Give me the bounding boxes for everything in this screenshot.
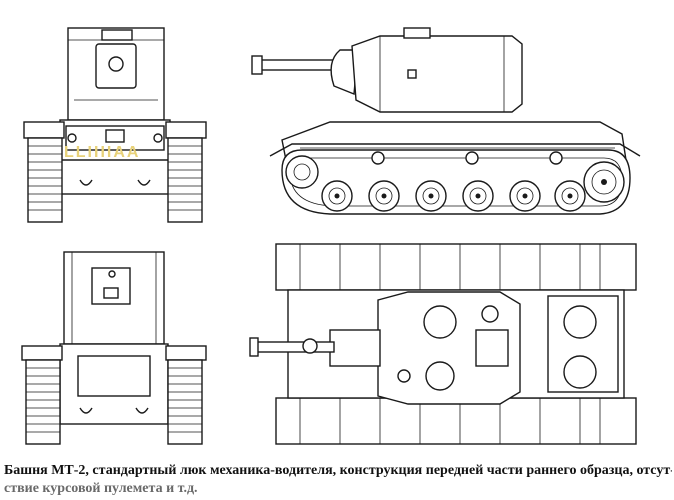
side-muzzle (251, 55, 263, 75)
front-headlight (67, 133, 77, 143)
front-turret-hatch (101, 29, 133, 41)
top-track-upper (275, 243, 637, 291)
top-loader-hatch (425, 361, 455, 391)
rear-door-handle (103, 287, 119, 299)
top-commander-hatch (423, 305, 457, 339)
front-gun-muzzle (108, 56, 124, 72)
front-tow-hook (137, 179, 151, 186)
rear-tow-hook (135, 407, 149, 414)
side-return-roller (371, 151, 385, 165)
side-return-roller (549, 151, 563, 165)
side-return-roller (465, 151, 479, 165)
side-road-wheels (321, 180, 586, 212)
side-pistol-port (407, 69, 417, 79)
front-driver-hatch (105, 129, 125, 143)
front-track-right (167, 137, 203, 223)
top-gun-barrel (253, 341, 335, 353)
side-gun-mantlet (330, 49, 359, 95)
front-track-left (27, 137, 63, 223)
front-tow-hook (79, 179, 93, 186)
rear-transmission-hatch (77, 355, 151, 397)
top-periscope (397, 369, 411, 383)
rear-fender-left (21, 345, 63, 361)
front-fender-left (23, 121, 65, 139)
rear-view (21, 251, 207, 445)
top-vent-cover (475, 329, 509, 367)
top-track-lower (275, 397, 637, 445)
top-engine-grille (563, 355, 597, 389)
rear-track-right (167, 359, 203, 445)
top-periscope (481, 305, 499, 323)
top-gun-mantlet (329, 329, 381, 367)
front-view: LLIIIIAA (23, 27, 207, 223)
side-turret (351, 35, 523, 113)
top-view (249, 243, 637, 445)
caption-line-1: Башня МТ-2, стандартный люк механика-вод… (4, 463, 672, 478)
rear-fender-right (165, 345, 207, 361)
side-view (251, 27, 641, 215)
top-driver-hatch (302, 338, 318, 354)
front-fender-right (165, 121, 207, 139)
caption-line-2: ствие курсовой пулемета и т.д. (4, 481, 198, 496)
side-idler-wheel (285, 155, 319, 189)
top-engine-grille (563, 305, 597, 339)
side-turret-hatch (403, 27, 431, 39)
rear-track-left (25, 359, 61, 445)
watermark: LLIIIIAA (64, 144, 140, 161)
front-headlight (153, 133, 163, 143)
rear-pistol-port (108, 270, 116, 278)
rear-tow-hook (79, 407, 93, 414)
top-muzzle (249, 337, 259, 357)
side-fender (269, 143, 641, 157)
